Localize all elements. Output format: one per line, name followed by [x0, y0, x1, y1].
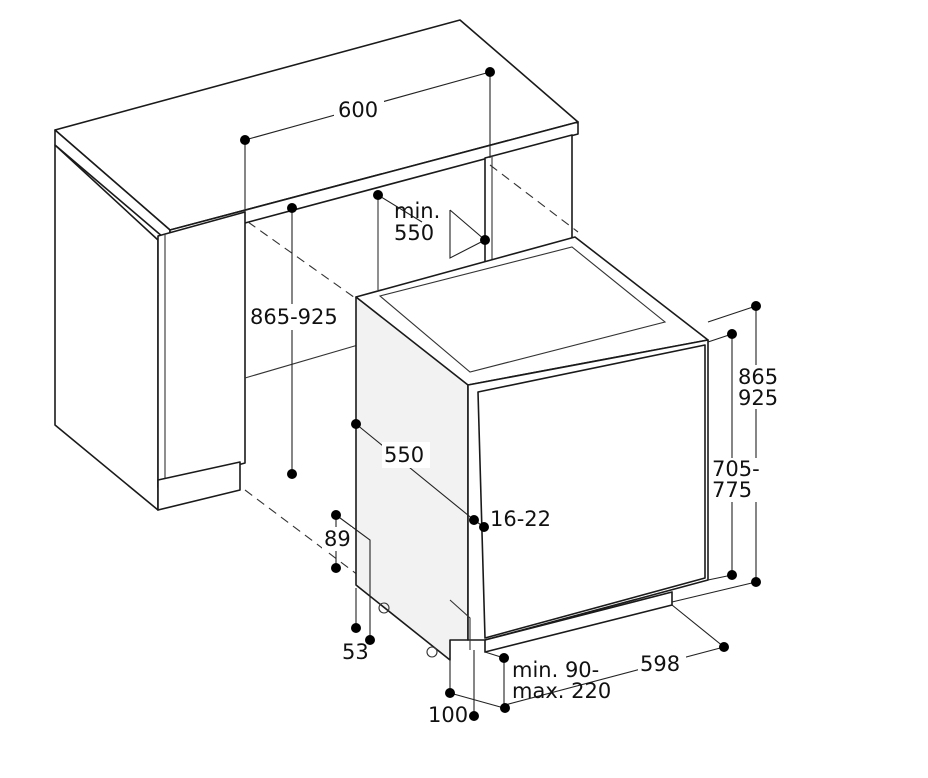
label-100: 100	[428, 703, 468, 727]
dishwasher-door	[477, 344, 706, 639]
dishwasher	[355, 236, 709, 661]
label-600: 600	[338, 98, 378, 122]
label-705: 705-	[712, 457, 760, 481]
dimension-lines	[244, 71, 757, 716]
label-925: 925	[738, 386, 778, 410]
dimension-labels: 600 min. 550 865-925 550 16-22 865 925 7…	[248, 96, 780, 727]
label-min-550: 550	[394, 221, 434, 245]
cabinet-front-stile	[157, 211, 246, 488]
label-53: 53	[342, 640, 369, 664]
label-598: 598	[640, 652, 680, 676]
niche-hidden-lines	[244, 164, 579, 576]
label-865-925: 865-925	[250, 305, 338, 329]
foot-front	[378, 602, 390, 614]
label-min: min.	[394, 199, 440, 223]
dash-2	[489, 164, 579, 233]
dimension-points	[240, 67, 761, 721]
cabinet-plinth	[157, 461, 241, 511]
dishwasher-foot-step	[449, 599, 471, 650]
label-16-22: 16-22	[490, 507, 551, 531]
foot-rear	[426, 646, 438, 658]
kitchen-cabinet	[54, 19, 579, 511]
label-865: 865	[738, 365, 778, 389]
label-min-90: min. 90-	[512, 658, 599, 682]
label-550-depth: 550	[384, 443, 424, 467]
label-775: 775	[712, 478, 752, 502]
dash-3	[244, 489, 359, 576]
dishwasher-top-inner	[378, 246, 667, 373]
dash-1	[247, 221, 359, 301]
label-max-220: max. 220	[512, 679, 611, 703]
niche-floor-line	[244, 344, 359, 379]
label-89: 89	[324, 527, 351, 551]
